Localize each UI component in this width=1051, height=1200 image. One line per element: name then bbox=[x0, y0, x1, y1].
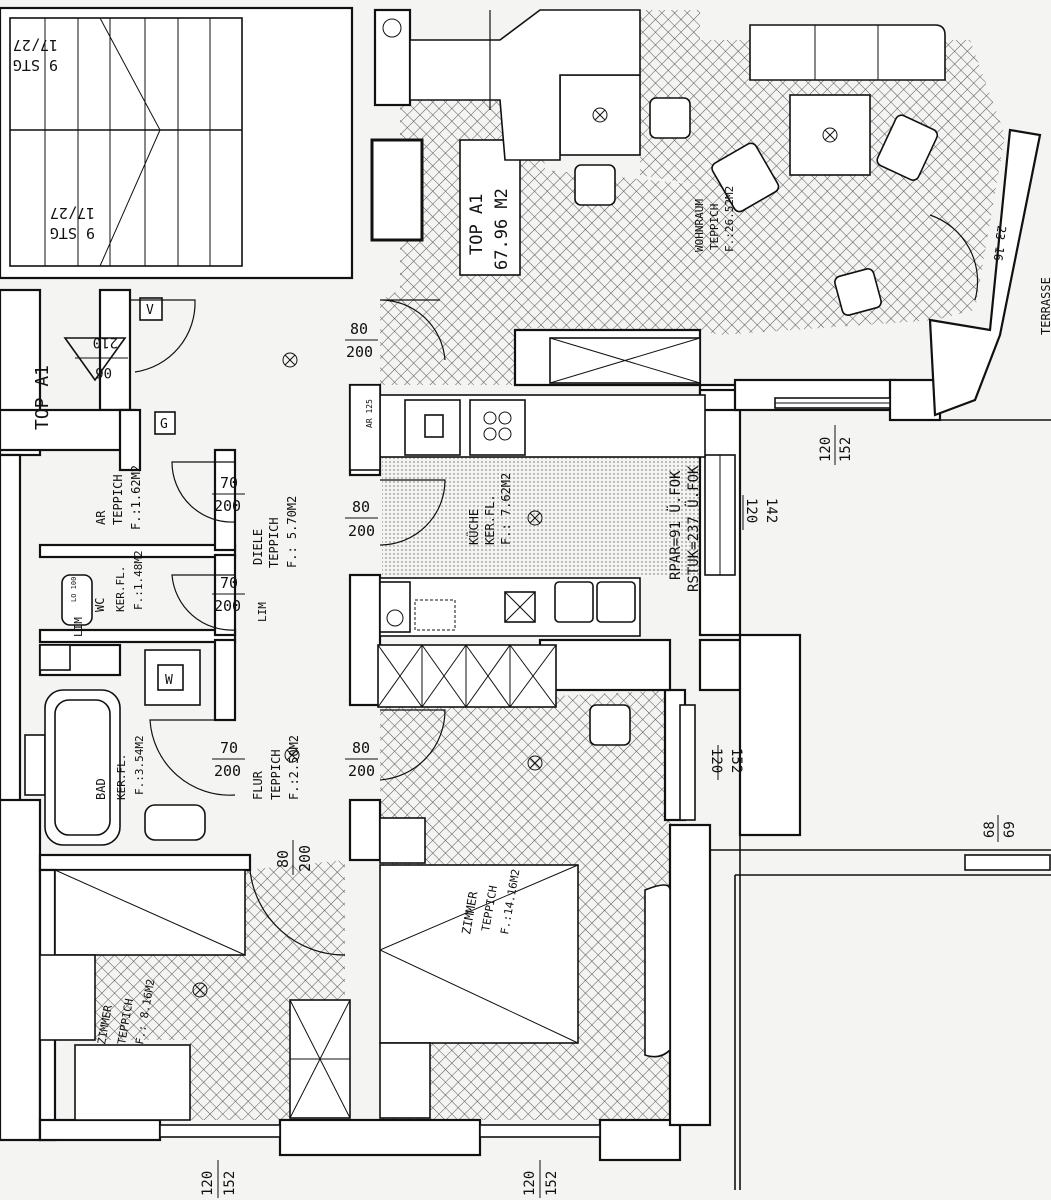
unit-title: TOP A1 bbox=[467, 194, 487, 255]
light-fixture-icon bbox=[192, 982, 208, 998]
window3-a: 120 bbox=[708, 748, 724, 773]
kitchen-rstuk: RSTUK=237 Ü.FOK bbox=[684, 465, 702, 592]
stair-bottom-ratio: 17/27 bbox=[50, 204, 95, 222]
windows bbox=[24, 397, 1051, 1138]
meter-v: V bbox=[146, 303, 154, 318]
living-room-area: F.:26.52M2 bbox=[723, 186, 736, 252]
wc-lo: LO 100 bbox=[70, 577, 78, 602]
ar-floor: TEPPICH bbox=[111, 474, 125, 525]
flur-name: FLUR bbox=[251, 770, 265, 800]
door1-width: 80 bbox=[350, 320, 368, 338]
kitchen-floor bbox=[382, 455, 702, 575]
entry-triangle-icon bbox=[63, 337, 127, 382]
kitchen-area: F.: 7.62M2 bbox=[499, 473, 513, 545]
door6-height: 200 bbox=[214, 762, 241, 780]
living-room-floor-label: TEPPICH bbox=[708, 204, 721, 250]
door-dimensions: 80 200 80 200 80 200 70 200 70 200 70 20… bbox=[212, 320, 378, 875]
meter-g: G bbox=[160, 417, 168, 432]
door7-width: 80 bbox=[274, 850, 292, 868]
door2-height: 200 bbox=[348, 522, 375, 540]
terrace-label: TERRASSE bbox=[1039, 277, 1051, 335]
door6-width: 70 bbox=[220, 739, 238, 757]
door1-height: 200 bbox=[346, 343, 373, 361]
door7-height: 200 bbox=[296, 845, 314, 872]
light-fixture-icon bbox=[527, 755, 543, 771]
stair-bottom-label: 9 STG bbox=[50, 224, 95, 242]
unit-label: TOP A1 bbox=[32, 365, 53, 430]
ar-area: F.:1.62M2 bbox=[129, 465, 143, 530]
flur-area: F.:2.50M2 bbox=[287, 735, 301, 800]
entry-dim-b: 06 bbox=[95, 364, 112, 380]
meter-w: W bbox=[165, 673, 173, 688]
diele-floor: TEPPICH bbox=[267, 517, 281, 568]
door3-height: 200 bbox=[348, 762, 375, 780]
entry-dim-a: 210 bbox=[93, 334, 118, 350]
kitchen-rpar: RPAR=91 Ü.FOK bbox=[666, 470, 684, 580]
door4-width: 70 bbox=[220, 474, 238, 492]
wc-area: F.:1.48M2 bbox=[132, 550, 145, 610]
kitchen-floor: KER.FL. bbox=[483, 494, 497, 545]
window4-a: 68 bbox=[982, 821, 998, 838]
window-dimensions: 120 152 120 142 120 152 68 69 120 152 12… bbox=[200, 425, 1018, 1198]
kitchen-name: KÜCHE bbox=[465, 509, 481, 545]
window6-b: 152 bbox=[544, 1171, 560, 1196]
living-room-furniture bbox=[382, 9, 946, 384]
light-fixture-icon bbox=[527, 510, 543, 526]
bath-furniture bbox=[39, 297, 246, 1121]
living-room-name: WOHNRAUM bbox=[693, 199, 706, 252]
terrace-dim-a: 23 bbox=[993, 224, 1009, 241]
door3-width: 80 bbox=[352, 739, 370, 757]
window5-b: 152 bbox=[222, 1171, 238, 1196]
light-fixture-icon bbox=[282, 352, 298, 368]
bedroom-furniture bbox=[289, 704, 671, 1119]
light-fixture-icon bbox=[284, 747, 300, 763]
door5-width: 70 bbox=[220, 574, 238, 592]
window4-b: 69 bbox=[1002, 821, 1018, 838]
window6-a: 120 bbox=[522, 1171, 538, 1196]
stairwell bbox=[0, 6, 354, 280]
diele-lim: LIM bbox=[256, 602, 269, 622]
light-fixtures bbox=[192, 352, 543, 998]
stair-top-label: 9 STG bbox=[13, 56, 58, 74]
kitchen-furniture bbox=[349, 384, 706, 637]
window2-a: 120 bbox=[743, 498, 759, 523]
ar-name: AR bbox=[94, 510, 108, 525]
door5-height: 200 bbox=[214, 597, 241, 615]
wc-name: WC bbox=[93, 598, 107, 612]
kitchen-ar-label: AR 125 bbox=[365, 399, 374, 428]
wc-floor: KER.FL. bbox=[114, 566, 127, 612]
window2-b: 142 bbox=[763, 498, 779, 523]
flur-floor: TEPPICH bbox=[269, 749, 283, 800]
diele-area: F.: 5.70M2 bbox=[285, 496, 299, 568]
bad-floor: KER.FL. bbox=[115, 754, 128, 800]
bad-area: F.:3.54M2 bbox=[133, 735, 146, 795]
window1-b: 152 bbox=[838, 437, 854, 462]
unit-total-area: 67.96 M2 bbox=[492, 188, 512, 270]
stair-top-ratio: 17/27 bbox=[13, 36, 58, 54]
bad-name: BAD bbox=[94, 778, 108, 800]
window3-b: 152 bbox=[728, 748, 744, 773]
wc-lim: LIM bbox=[72, 617, 85, 637]
diele-name: DIELE bbox=[251, 529, 265, 565]
window1-a: 120 bbox=[818, 437, 834, 462]
terrace-dim-b: 16 bbox=[991, 245, 1007, 262]
wardrobe bbox=[377, 644, 557, 708]
door-swings bbox=[130, 10, 979, 956]
small-room-floor bbox=[95, 955, 290, 1120]
window5-a: 120 bbox=[200, 1171, 216, 1196]
door4-height: 200 bbox=[214, 497, 241, 515]
door2-width: 80 bbox=[352, 498, 370, 516]
